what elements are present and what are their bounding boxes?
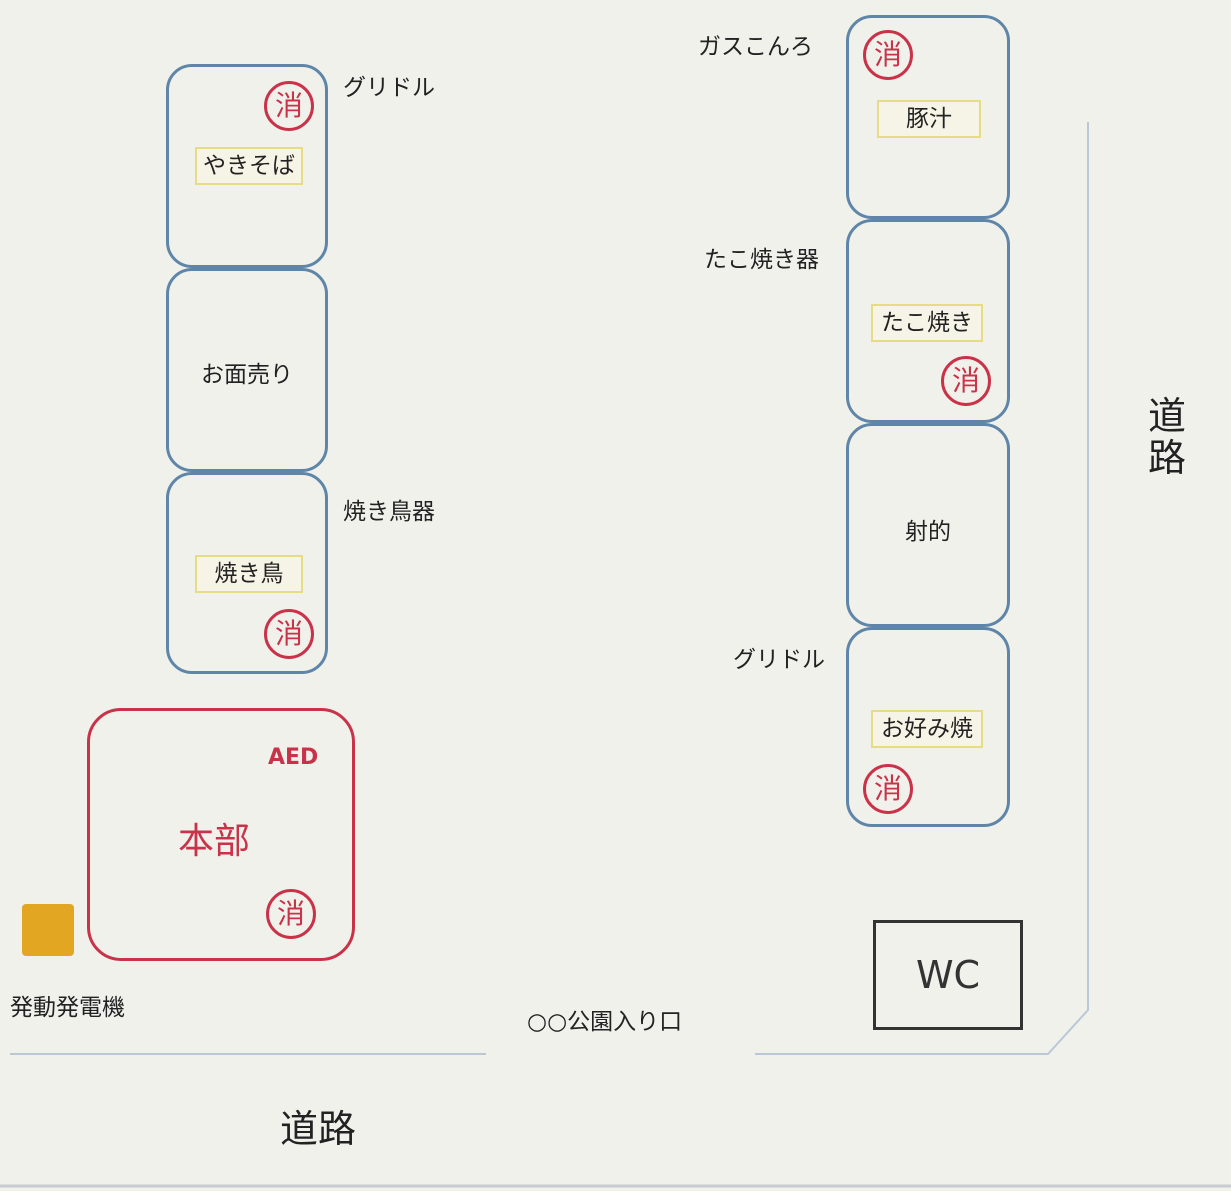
- road-edge-bottom-right: [755, 122, 1089, 1055]
- stall-yakisoba: やきそば 消: [166, 64, 328, 268]
- fire-extinguisher-icon: 消: [863, 764, 913, 814]
- stall-tag-okonomiyaki: お好み焼: [871, 710, 983, 748]
- wc-box: WC: [873, 920, 1023, 1030]
- stall-tag-yakisoba: やきそば: [195, 147, 303, 185]
- stall-shateki: 射的: [846, 423, 1010, 627]
- stall-label-shateki: 射的: [905, 519, 951, 545]
- stall-okonomiyaki: お好み焼 消: [846, 627, 1010, 827]
- stall-yakitori: 焼き鳥 消: [166, 472, 328, 674]
- stall-tonjiru: 消 豚汁: [846, 15, 1010, 219]
- stall-tag-yakitori: 焼き鳥: [195, 555, 303, 593]
- fire-extinguisher-icon: 消: [264, 609, 314, 659]
- road-label-right: 道路: [1147, 394, 1186, 480]
- equipment-label-griddle-1: グリドル: [343, 75, 435, 101]
- stall-tag-tonjiru: 豚汁: [877, 100, 981, 138]
- equipment-label-takoyaki-maker: たこ焼き器: [704, 247, 819, 273]
- headquarters-box: 消: [87, 708, 355, 961]
- fire-extinguisher-icon: 消: [264, 81, 314, 131]
- road-label-bottom: 道路: [280, 1107, 357, 1151]
- stall-takoyaki: たこ焼き 消: [846, 219, 1010, 423]
- equipment-label-yakitori-grill: 焼き鳥器: [343, 499, 435, 525]
- headquarters-title: 本部: [178, 821, 251, 862]
- generator-marker: [22, 904, 74, 956]
- fire-extinguisher-icon: 消: [863, 30, 913, 80]
- generator-label: 発動発電機: [10, 995, 125, 1021]
- stall-tag-takoyaki: たこ焼き: [871, 304, 983, 342]
- equipment-label-gas-stove: ガスこんろ: [698, 34, 813, 60]
- aed-label: AED: [268, 745, 319, 770]
- stall-omen: お面売り: [166, 268, 328, 472]
- fire-extinguisher-icon: 消: [941, 356, 991, 406]
- park-entrance-label: ○○公園入り口: [527, 1009, 683, 1035]
- stall-label-omen: お面売り: [201, 362, 293, 388]
- fire-extinguisher-icon: 消: [266, 889, 316, 939]
- equipment-label-griddle-2: グリドル: [733, 647, 825, 673]
